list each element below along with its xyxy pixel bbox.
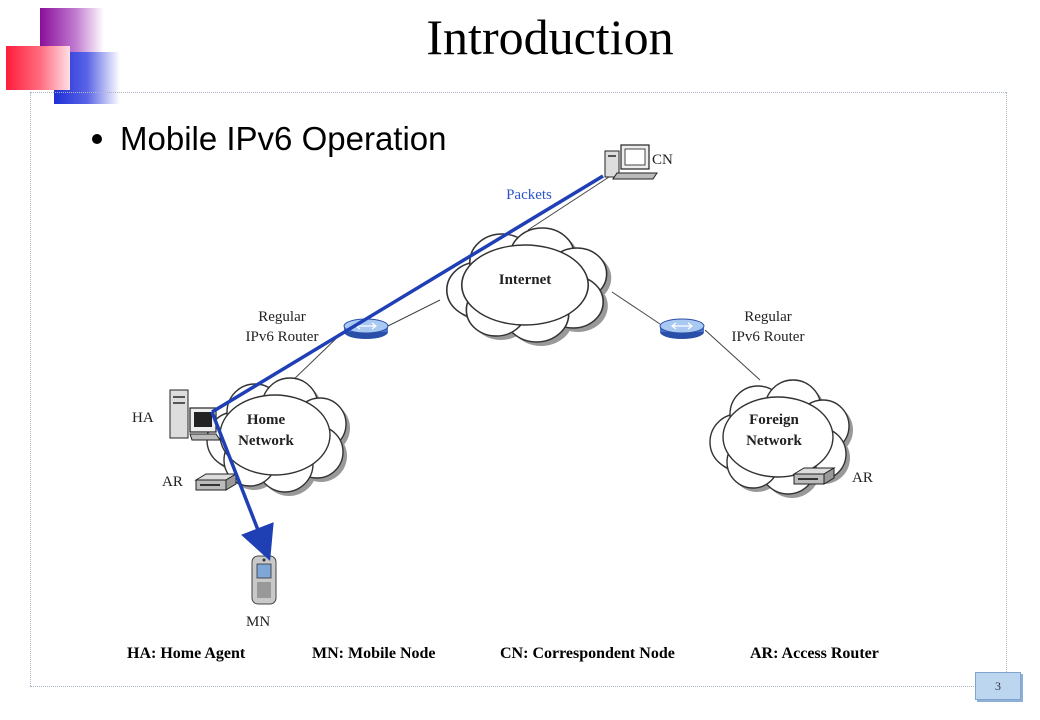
slide-title: Introduction bbox=[426, 9, 674, 65]
internet-label: Internet bbox=[498, 272, 552, 288]
home-agent-computer-icon bbox=[169, 389, 221, 441]
ar-home-label: AR bbox=[162, 474, 183, 490]
access-router-icon-foreign bbox=[792, 467, 836, 485]
ha-label: HA bbox=[132, 410, 154, 426]
foreign-network-cloud bbox=[709, 379, 853, 498]
router-icon-left bbox=[343, 318, 389, 339]
network-links bbox=[289, 174, 761, 384]
frame-top bbox=[30, 92, 1006, 93]
ar-foreign-label: AR bbox=[852, 470, 873, 486]
internet-cloud bbox=[445, 227, 612, 346]
packets-label: Packets bbox=[506, 187, 552, 203]
bullet-dot bbox=[92, 134, 102, 144]
legend-ar: AR: Access Router bbox=[750, 645, 879, 662]
legend-ha: HA: Home Agent bbox=[127, 645, 246, 662]
frame-bottom bbox=[30, 686, 1006, 687]
corner-deco-red bbox=[6, 46, 70, 90]
cn-label: CN bbox=[652, 152, 673, 168]
bullet-item: Mobile IPv6 Operation bbox=[92, 120, 447, 158]
link-right-router-foreign bbox=[704, 329, 761, 381]
page-number: 3 bbox=[975, 672, 1021, 700]
packets-route bbox=[210, 174, 604, 562]
legend-cn: CN: Correspondent Node bbox=[500, 645, 675, 662]
frame-right bbox=[1006, 92, 1007, 686]
link-cn-internet bbox=[527, 174, 613, 231]
link-internet-right-router bbox=[611, 291, 661, 325]
legend: HA: Home Agent MN: Mobile Node CN: Corre… bbox=[0, 645, 1040, 667]
home-network-cloud bbox=[206, 377, 350, 496]
bullet-text: Mobile IPv6 Operation bbox=[120, 120, 447, 157]
legend-mn: MN: Mobile Node bbox=[312, 645, 436, 662]
link-internet-left-router bbox=[385, 299, 441, 328]
access-router-icon-home bbox=[194, 473, 238, 491]
mn-label: MN bbox=[246, 614, 271, 630]
mobile-node-phone-icon bbox=[251, 555, 277, 605]
correspondent-node-computer-icon bbox=[604, 144, 658, 180]
packets-path-ha-to-mn bbox=[210, 411, 274, 562]
router-icon-right bbox=[659, 318, 705, 339]
frame-left bbox=[30, 92, 31, 686]
packets-path-cn-to-ha bbox=[211, 174, 604, 414]
